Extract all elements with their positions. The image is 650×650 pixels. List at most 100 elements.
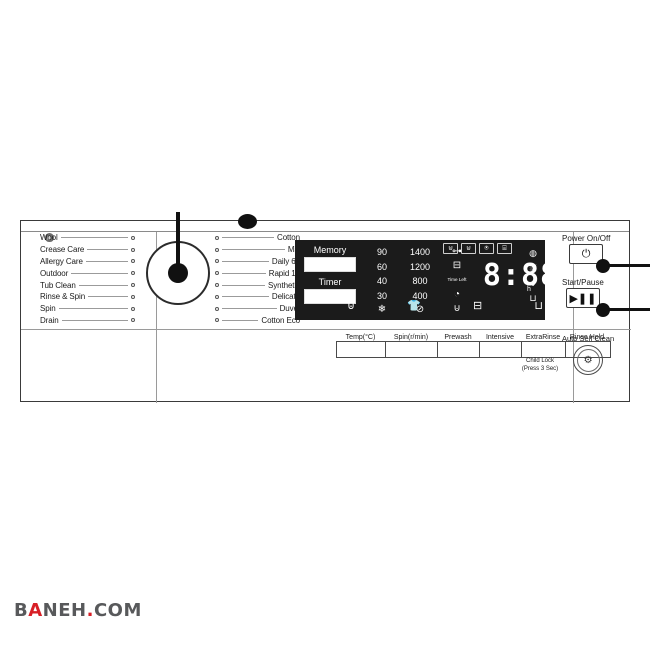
program-item[interactable]: Spin	[40, 303, 135, 315]
dial-hub[interactable]	[168, 263, 188, 283]
program-label: Outdoor	[40, 268, 69, 278]
spin-value[interactable]: 1200	[409, 261, 431, 272]
auto-self-clean-label: Auto Self Clean	[562, 334, 615, 343]
program-label: Cotton Eco	[261, 315, 300, 325]
program-item[interactable]: Allergy Care	[40, 256, 135, 268]
memory-value-box[interactable]	[304, 257, 356, 272]
program-label: Wool	[40, 233, 58, 243]
option-label-spin: Spin(r/min)	[393, 334, 429, 341]
program-item[interactable]: Rapid 15	[215, 267, 300, 279]
program-led	[131, 283, 135, 288]
program-item[interactable]: Mix	[215, 244, 300, 256]
program-item[interactable]: Daily 60	[215, 256, 300, 268]
seven-segment-readout: 8:88	[482, 258, 560, 293]
leader-line	[87, 249, 128, 251]
option-button-row	[336, 341, 611, 358]
auto-self-clean-button[interactable]: ⚙	[573, 345, 604, 375]
option-button-prewash[interactable]	[438, 342, 480, 357]
program-item[interactable]: Outdoor	[40, 267, 135, 279]
wash-phase-icon: ◍	[529, 248, 537, 258]
program-led	[215, 271, 219, 276]
leader-line	[222, 237, 275, 239]
program-label: Synthetic	[267, 280, 300, 290]
program-item[interactable]: Crease Care	[40, 244, 135, 256]
program-item[interactable]: Tub Clean	[40, 279, 135, 291]
memory-timer-group: Memory Timer	[301, 244, 359, 308]
program-item[interactable]: Cotton	[215, 232, 300, 244]
delay-clock-icon: ◔	[453, 288, 461, 300]
option-label-prewash: Prewash	[444, 334, 472, 341]
option-label-extra-rinse: ExtraRinse	[525, 334, 561, 341]
temp-value[interactable]: 90	[376, 247, 387, 257]
leader-line	[222, 249, 285, 251]
leader-line	[58, 308, 128, 310]
temp-value[interactable]: 40	[376, 276, 387, 286]
phase-indicator-column: ◍ ⛆ ⌄ ⊔	[525, 246, 541, 306]
option-button-intensive[interactable]	[480, 342, 522, 357]
program-label: Tub Clean	[40, 280, 76, 290]
leader-line	[60, 237, 128, 239]
program-led	[131, 235, 135, 240]
program-led	[131, 271, 135, 276]
rinse-phase-icon: ⛆	[529, 263, 537, 273]
leader-line	[78, 284, 128, 286]
door-lock-bottom-icon: ⊍	[347, 300, 356, 312]
temperature-column: 90 60 40 30 ❄	[367, 245, 397, 316]
extra-rinse-indicator-icon: ⌸	[497, 243, 512, 254]
time-left-icon: Time Left	[447, 277, 467, 282]
detergent-drawer-icon: ⊟	[473, 300, 483, 312]
dial-index-dot	[238, 214, 257, 229]
option-label-temp: Temp(°C)	[345, 334, 376, 341]
child-lock-note: Child Lock (Press 3 Sec)	[504, 358, 576, 373]
no-spin-icon[interactable]: ⊘	[415, 304, 425, 315]
program-led	[215, 259, 219, 264]
program-label: Rapid 15	[268, 268, 300, 278]
leader-line	[61, 319, 128, 321]
leader-line	[222, 319, 259, 321]
power-callout-dot	[596, 259, 610, 273]
spin-value[interactable]: 800	[412, 276, 428, 286]
power-on-off-button[interactable]: ⏻	[569, 244, 604, 264]
spin-phase-icon: ⌄	[529, 278, 537, 288]
leader-line	[85, 260, 128, 262]
logo-accent-dot: .	[86, 600, 94, 621]
option-label-intensive: Intensive	[485, 334, 515, 341]
program-item[interactable]: Synthetic	[215, 279, 300, 291]
child-lock-line2: (Press 3 Sec)	[521, 365, 559, 372]
program-item[interactable]: Duvet	[215, 303, 300, 315]
program-item[interactable]: Drain	[40, 315, 135, 327]
temp-value[interactable]: 30	[376, 290, 387, 301]
panel-top-strip	[21, 221, 629, 232]
logo-part-1: B	[14, 600, 29, 621]
leader-line	[222, 296, 269, 298]
cold-wash-icon[interactable]: ❄	[377, 304, 387, 315]
logo-part-2: NEH	[42, 600, 87, 621]
logo-accent-a: A	[28, 600, 43, 621]
program-item[interactable]: Rinse & Spin	[40, 291, 135, 303]
door-lock-icon: ⊍	[453, 302, 461, 314]
spin-value[interactable]: 400	[412, 290, 428, 301]
temp-value[interactable]: 60	[376, 261, 387, 272]
auto-self-clean-icon: ⚙	[576, 348, 600, 372]
leader-line	[88, 296, 128, 298]
program-list-left: Wool Crease Care Allergy Care Outdoor Tu…	[40, 232, 135, 326]
start-pause-callout-dot	[596, 303, 610, 317]
spin-value[interactable]: 1400	[409, 247, 431, 257]
program-item[interactable]: Wool	[40, 232, 135, 244]
program-item[interactable]: Cotton Eco	[215, 315, 300, 327]
program-label: Cotton	[277, 233, 300, 243]
program-label: Daily 60	[271, 256, 300, 266]
panel-divider-bottom	[21, 329, 631, 330]
program-label: Spin	[40, 304, 56, 314]
option-button-extra-rinse[interactable]	[522, 342, 566, 357]
timer-value-box[interactable]	[304, 289, 356, 304]
option-button-spin[interactable]	[386, 342, 438, 357]
program-label: Crease Care	[40, 245, 85, 255]
status-indicator-row: ⊍ ⊍ ⍟ ⌸	[443, 243, 538, 254]
start-pause-button[interactable]: ▶❚❚	[565, 288, 600, 308]
program-label: Delicate	[271, 292, 300, 302]
power-button-group: Power On/Off ⏻	[562, 234, 610, 264]
program-item[interactable]: Delicate	[215, 291, 300, 303]
option-button-temp[interactable]	[337, 342, 386, 357]
